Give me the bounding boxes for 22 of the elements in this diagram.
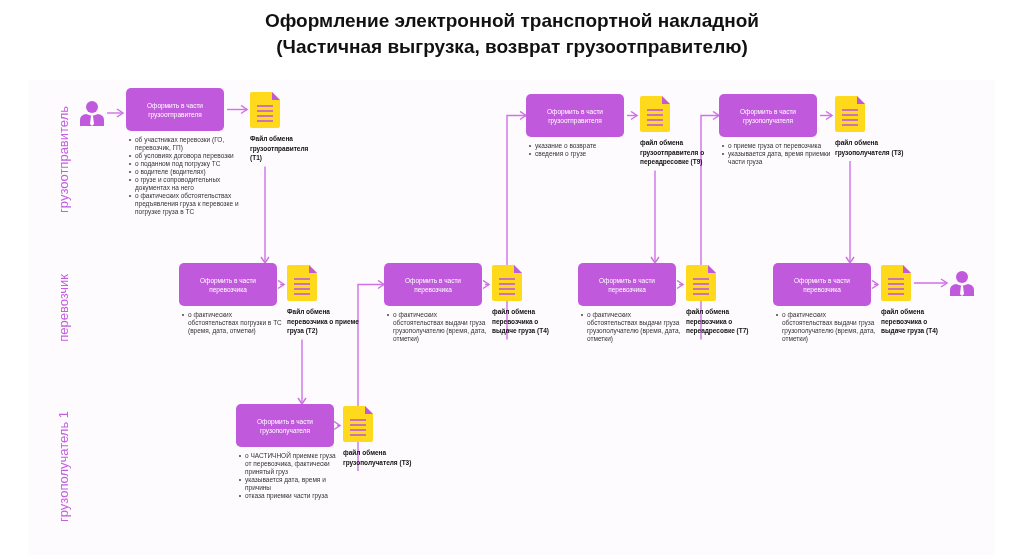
- arrow: [913, 278, 948, 288]
- arrow: [819, 110, 833, 121]
- arrow: [297, 338, 307, 405]
- arrow: [650, 169, 660, 264]
- swimlane: [28, 377, 995, 555]
- arrow: [626, 110, 638, 121]
- arrow: [676, 279, 684, 290]
- arrow: [106, 108, 124, 118]
- arrow: [333, 420, 341, 431]
- arrow: [871, 279, 879, 290]
- arrow: [260, 165, 270, 264]
- lane-label: перевозчик: [55, 273, 71, 342]
- swimlane: [28, 80, 995, 239]
- person-icon: [950, 270, 974, 296]
- person-icon: [80, 100, 104, 126]
- arrow: [845, 160, 855, 264]
- arrow: [226, 104, 248, 115]
- arrow: [482, 279, 490, 290]
- diagram-title: Оформление электронной транспортной накладной (Частичная выгрузка, возврат грузоотправителю): [263, 9, 761, 59]
- lane-label: грузоотправитель: [55, 105, 71, 213]
- arrow: [277, 279, 285, 290]
- lane-label: грузополучатель 1: [55, 410, 71, 522]
